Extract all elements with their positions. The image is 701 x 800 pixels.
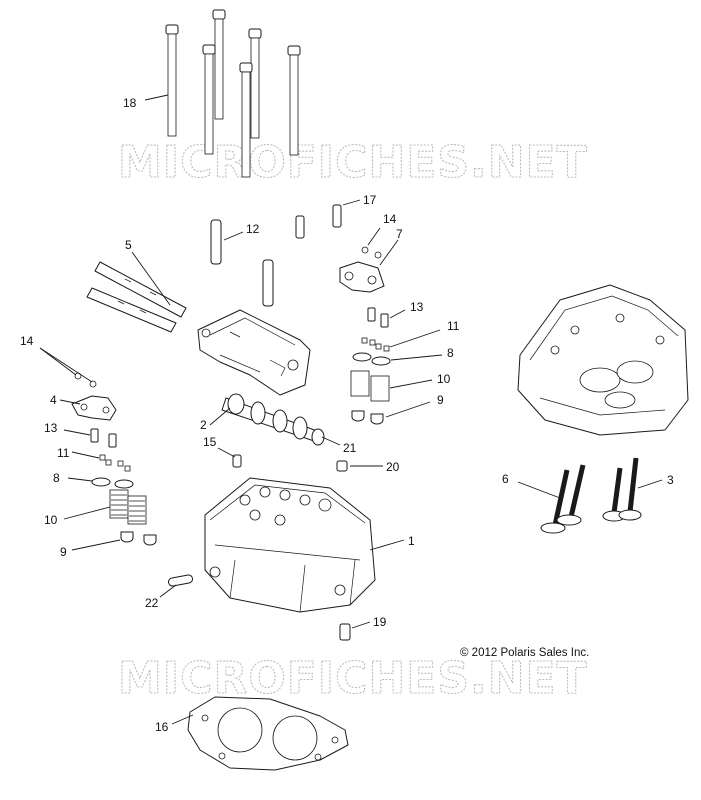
callout-22: 22	[145, 596, 159, 610]
valve-seals-left-part-9	[120, 531, 157, 546]
callout-8-left: 8	[53, 471, 60, 485]
callout-20: 20	[386, 460, 400, 474]
callout-17: 17	[363, 193, 377, 207]
valve-springs-left-part-10	[109, 489, 147, 525]
head-bolts-part-18	[165, 9, 301, 178]
shafts-part-12	[210, 219, 274, 307]
callout-10-right: 10	[437, 372, 451, 386]
head-gasket-part-16	[187, 696, 349, 771]
callout-14-right: 14	[383, 212, 397, 226]
dowel-part-15	[232, 454, 242, 468]
copyright-notice: © 2012 Polaris Sales Inc.	[460, 647, 589, 659]
callout-9-right: 9	[437, 393, 444, 407]
rocker-shafts-part-5	[86, 261, 187, 333]
callout-19: 19	[373, 615, 387, 629]
callout-18: 18	[123, 96, 137, 110]
assembled-head-view	[517, 284, 689, 436]
dowel-part-20	[336, 460, 348, 472]
callout-6: 6	[502, 472, 509, 486]
valve-keepers-left-part-11	[99, 454, 131, 472]
callout-8-right: 8	[447, 346, 454, 360]
valve-seals-right-part-9	[351, 410, 384, 425]
dowel-pins-part-17	[295, 204, 342, 239]
watermark-bottom: MICROFICHES.NET	[118, 653, 588, 704]
callout-13-left: 13	[44, 421, 58, 435]
callout-15: 15	[203, 435, 217, 449]
callout-11-right: 11	[447, 319, 460, 333]
callout-4: 4	[50, 393, 57, 407]
spring-retainers-left-part-8	[91, 477, 134, 489]
spring-retainers-right-part-8	[352, 352, 391, 366]
callout-9-left: 9	[60, 545, 67, 559]
cam-carrier	[197, 309, 311, 396]
callout-2: 2	[200, 418, 207, 432]
callout-5: 5	[125, 238, 132, 252]
callout-7: 7	[396, 227, 403, 241]
callout-14-left: 14	[20, 334, 34, 348]
valves-part-3	[602, 457, 642, 522]
lash-adjusters-left-part-13	[90, 428, 117, 448]
valve-keepers-right-part-11	[361, 337, 390, 352]
callout-11-left: 11	[57, 446, 70, 460]
callout-3: 3	[667, 473, 674, 487]
lash-adjusters-right-part-13	[367, 307, 389, 328]
cylinder-head-part-1	[204, 477, 376, 613]
callout-21: 21	[343, 441, 357, 455]
callout-16: 16	[155, 720, 169, 734]
callout-12: 12	[246, 222, 260, 236]
watermark-top: MICROFICHES.NET	[118, 137, 588, 188]
valves-part-6	[540, 464, 586, 534]
valve-springs-right-part-10	[350, 370, 390, 402]
callout-10-left: 10	[44, 513, 58, 527]
dowel-part-19	[339, 623, 351, 641]
rocker-arm-left-part-4	[71, 372, 117, 421]
callout-13-right: 13	[410, 300, 424, 314]
callout-1: 1	[408, 534, 415, 548]
rocker-arm-right-part-7	[339, 246, 385, 293]
dowel-part-22	[168, 574, 193, 587]
camshaft-part-2	[221, 393, 325, 446]
